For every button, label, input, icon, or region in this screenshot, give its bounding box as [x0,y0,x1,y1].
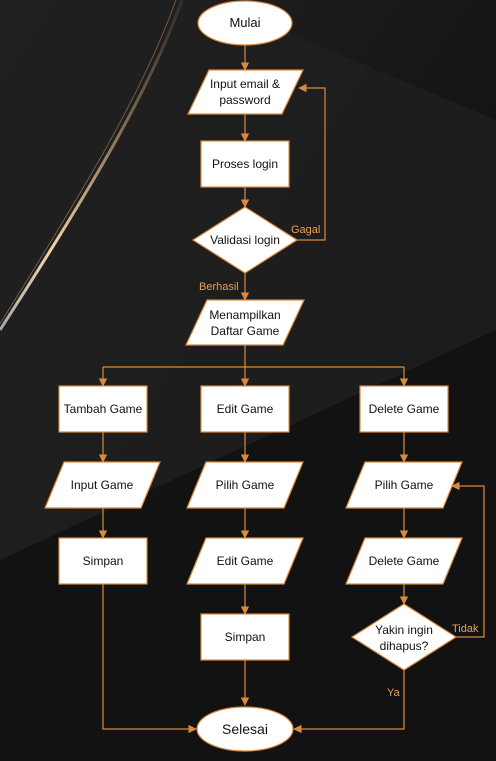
input-login-io [187,69,304,115]
input-game-io [44,461,161,509]
start-terminal [197,0,293,46]
pick-game-delete-label: Pilih Game [375,478,434,492]
confirm-delete-decision [350,603,458,671]
process-login-label: Proses login [212,157,278,171]
edge-validate-failed [297,83,326,241]
add-game-box [58,385,148,433]
delete-game-label: Delete Game [369,402,440,416]
edit-game-io-label: Edit Game [217,554,274,568]
pick-game-edit-io [186,461,304,509]
show-list-io [185,299,305,346]
confirm-delete-label-line1: Yakin ingin [375,623,433,637]
edge-confirm-no [451,481,485,638]
pick-game-edit-label: Pilih Game [216,478,275,492]
confirm-delete-label-line2: dihapus? [380,639,429,653]
save-edit-box [200,613,290,661]
save-edit-label: Simpan [225,630,266,644]
process-login-box [200,140,290,188]
edge-confirm-yes [293,670,405,734]
edit-game-box [200,385,290,433]
input-game-label: Input Game [71,478,134,492]
edit-game-io [186,537,304,585]
edit-game-label: Edit Game [217,402,274,416]
validate-login-decision [191,206,299,274]
save-add-label: Simpan [83,554,124,568]
input-login-label-line2: password [219,93,270,107]
end-label: Selesai [222,721,268,737]
pick-game-delete-io [345,461,463,509]
edge-label-no: Tidak [452,623,479,635]
show-list-label-line2: Daftar Game [211,324,280,338]
edge-label-yes: Ya [387,687,401,699]
gold-light-streak-glow [0,0,177,325]
edge-save-add-to-end [102,584,197,734]
delete-game-box [359,385,449,433]
edge-label-failed: Gagal [291,224,320,236]
add-game-label: Tambah Game [64,402,143,416]
save-add-box [58,537,148,585]
start-label: Mulai [229,15,260,30]
gold-light-streak [0,0,184,331]
validate-login-label: Validasi login [210,233,280,247]
end-terminal [196,706,294,752]
delete-game-io [345,537,463,585]
input-login-label-line1: Input email & [210,77,280,91]
delete-game-io-label: Delete Game [369,554,440,568]
show-list-label-line1: Menampilkan [209,308,280,322]
edge-label-success: Berhasil [199,281,239,293]
